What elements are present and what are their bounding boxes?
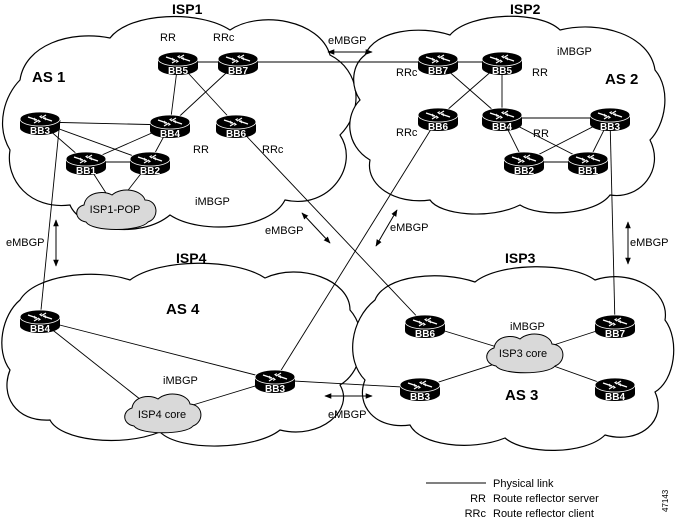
isp1-pop: ISP1-POP	[76, 189, 157, 230]
label-ebgp-isp1-isp4: eMBGP	[6, 237, 45, 249]
svg-text:BB3: BB3	[600, 122, 620, 133]
label-ibgp-isp1: iMBGP	[195, 196, 230, 208]
label-ebgp-isp4-isp2: eMBGP	[390, 222, 429, 234]
svg-text:BB4: BB4	[30, 324, 50, 335]
svg-text:BB1: BB1	[76, 166, 96, 177]
isp4-cloud	[1, 262, 363, 447]
legend-rr-desc: Route reflector server	[493, 493, 599, 505]
isp3-title: ISP3	[505, 250, 536, 266]
isp4-core-label: ISP4 core	[138, 409, 186, 421]
svg-text:BB3: BB3	[265, 384, 285, 395]
isp4-core: ISP4 core	[124, 393, 202, 434]
svg-text:BB3: BB3	[410, 392, 430, 403]
isp3-core-label: ISP3 core	[499, 348, 547, 360]
isp1-title: ISP1	[172, 1, 203, 17]
svg-text:BB2: BB2	[514, 166, 534, 177]
svg-text:BB4: BB4	[492, 122, 512, 133]
router-isp3-bb4: BB4	[594, 377, 636, 403]
svg-text:BB2: BB2	[140, 166, 160, 177]
role-isp1-bb4: RR	[193, 144, 209, 156]
router-isp2-bb5: BB5	[481, 51, 523, 77]
svg-text:BB1: BB1	[578, 166, 598, 177]
isp3-core: ISP3 core	[486, 333, 564, 374]
label-ebgp-isp4-isp3: eMBGP	[328, 409, 367, 421]
router-isp3-bb6: BB6	[404, 314, 446, 340]
svg-text:BB6: BB6	[226, 129, 246, 140]
legend-rrc-desc: Route reflector client	[493, 508, 594, 520]
router-isp1-bb5: BB5	[157, 51, 199, 77]
svg-text:BB5: BB5	[168, 66, 188, 77]
role-isp2-bb6: RRc	[396, 127, 418, 139]
svg-text:BB7: BB7	[428, 66, 448, 77]
session-arrows	[53, 49, 631, 399]
label-ibgp-isp3: iMBGP	[510, 321, 545, 333]
router-isp4-bb4: BB4	[19, 309, 61, 335]
router-isp2-bb7: BB7	[417, 51, 459, 77]
label-ebgp-isp1-isp2: eMBGP	[328, 35, 367, 47]
label-ibgp-isp4: iMBGP	[163, 375, 198, 387]
router-isp1-bb7: BB7	[217, 51, 259, 77]
as4-label: AS 4	[166, 301, 200, 318]
router-isp4-bb3: BB3	[254, 369, 296, 395]
router-isp2-bb3: BB3	[589, 107, 631, 133]
router-isp1-bb6: BB6	[215, 114, 257, 140]
as1-label: AS 1	[32, 69, 65, 86]
router-isp2-bb2: BB2	[503, 151, 545, 177]
router-isp1-bb4: BB4	[149, 114, 191, 140]
label-ibgp-isp2: iMBGP	[557, 46, 592, 58]
router-isp2-bb6: BB6	[417, 107, 459, 133]
svg-text:BB6: BB6	[415, 329, 435, 340]
role-isp1-bb6: RRc	[262, 144, 284, 156]
label-ebgp-isp2-isp3: eMBGP	[630, 237, 669, 249]
label-ebgp-isp1-isp3: eMBGP	[265, 225, 304, 237]
router-isp3-bb7: BB7	[594, 314, 636, 340]
role-isp2-bb5: RR	[532, 67, 548, 79]
svg-text:BB3: BB3	[30, 126, 50, 137]
svg-text:BB6: BB6	[428, 122, 448, 133]
svg-text:BB4: BB4	[160, 129, 180, 140]
svg-text:BB7: BB7	[228, 66, 248, 77]
router-isp2-bb1: BB1	[567, 151, 609, 177]
legend-rrc-key: RRc	[465, 508, 487, 520]
svg-text:BB4: BB4	[605, 392, 625, 403]
role-isp1-bb7: RRc	[213, 32, 235, 44]
isp4-title: ISP4	[176, 250, 207, 266]
legend-physical-link-label: Physical link	[493, 478, 554, 490]
router-isp3-bb3: BB3	[399, 377, 441, 403]
router-isp1-bb1: BB1	[65, 151, 107, 177]
role-isp1-bb5: RR	[160, 32, 176, 44]
role-isp2-bb7: RRc	[396, 67, 418, 79]
svg-text:BB5: BB5	[492, 66, 512, 77]
as2-label: AS 2	[605, 71, 638, 88]
legend-rr-key: RR	[470, 493, 486, 505]
isp1-pop-label: ISP1-POP	[90, 204, 141, 216]
router-isp1-bb2: BB2	[129, 151, 171, 177]
isp2-title: ISP2	[510, 1, 541, 17]
legend: Physical link RR Route reflector server …	[426, 478, 599, 520]
as3-label: AS 3	[505, 387, 538, 404]
svg-text:BB7: BB7	[605, 329, 625, 340]
role-isp2-bb4: RR	[533, 128, 549, 140]
router-isp1-bb3: BB3	[19, 111, 61, 137]
router-isp2-bb4: BB4	[481, 107, 523, 133]
figure-id: 47143	[661, 489, 670, 512]
